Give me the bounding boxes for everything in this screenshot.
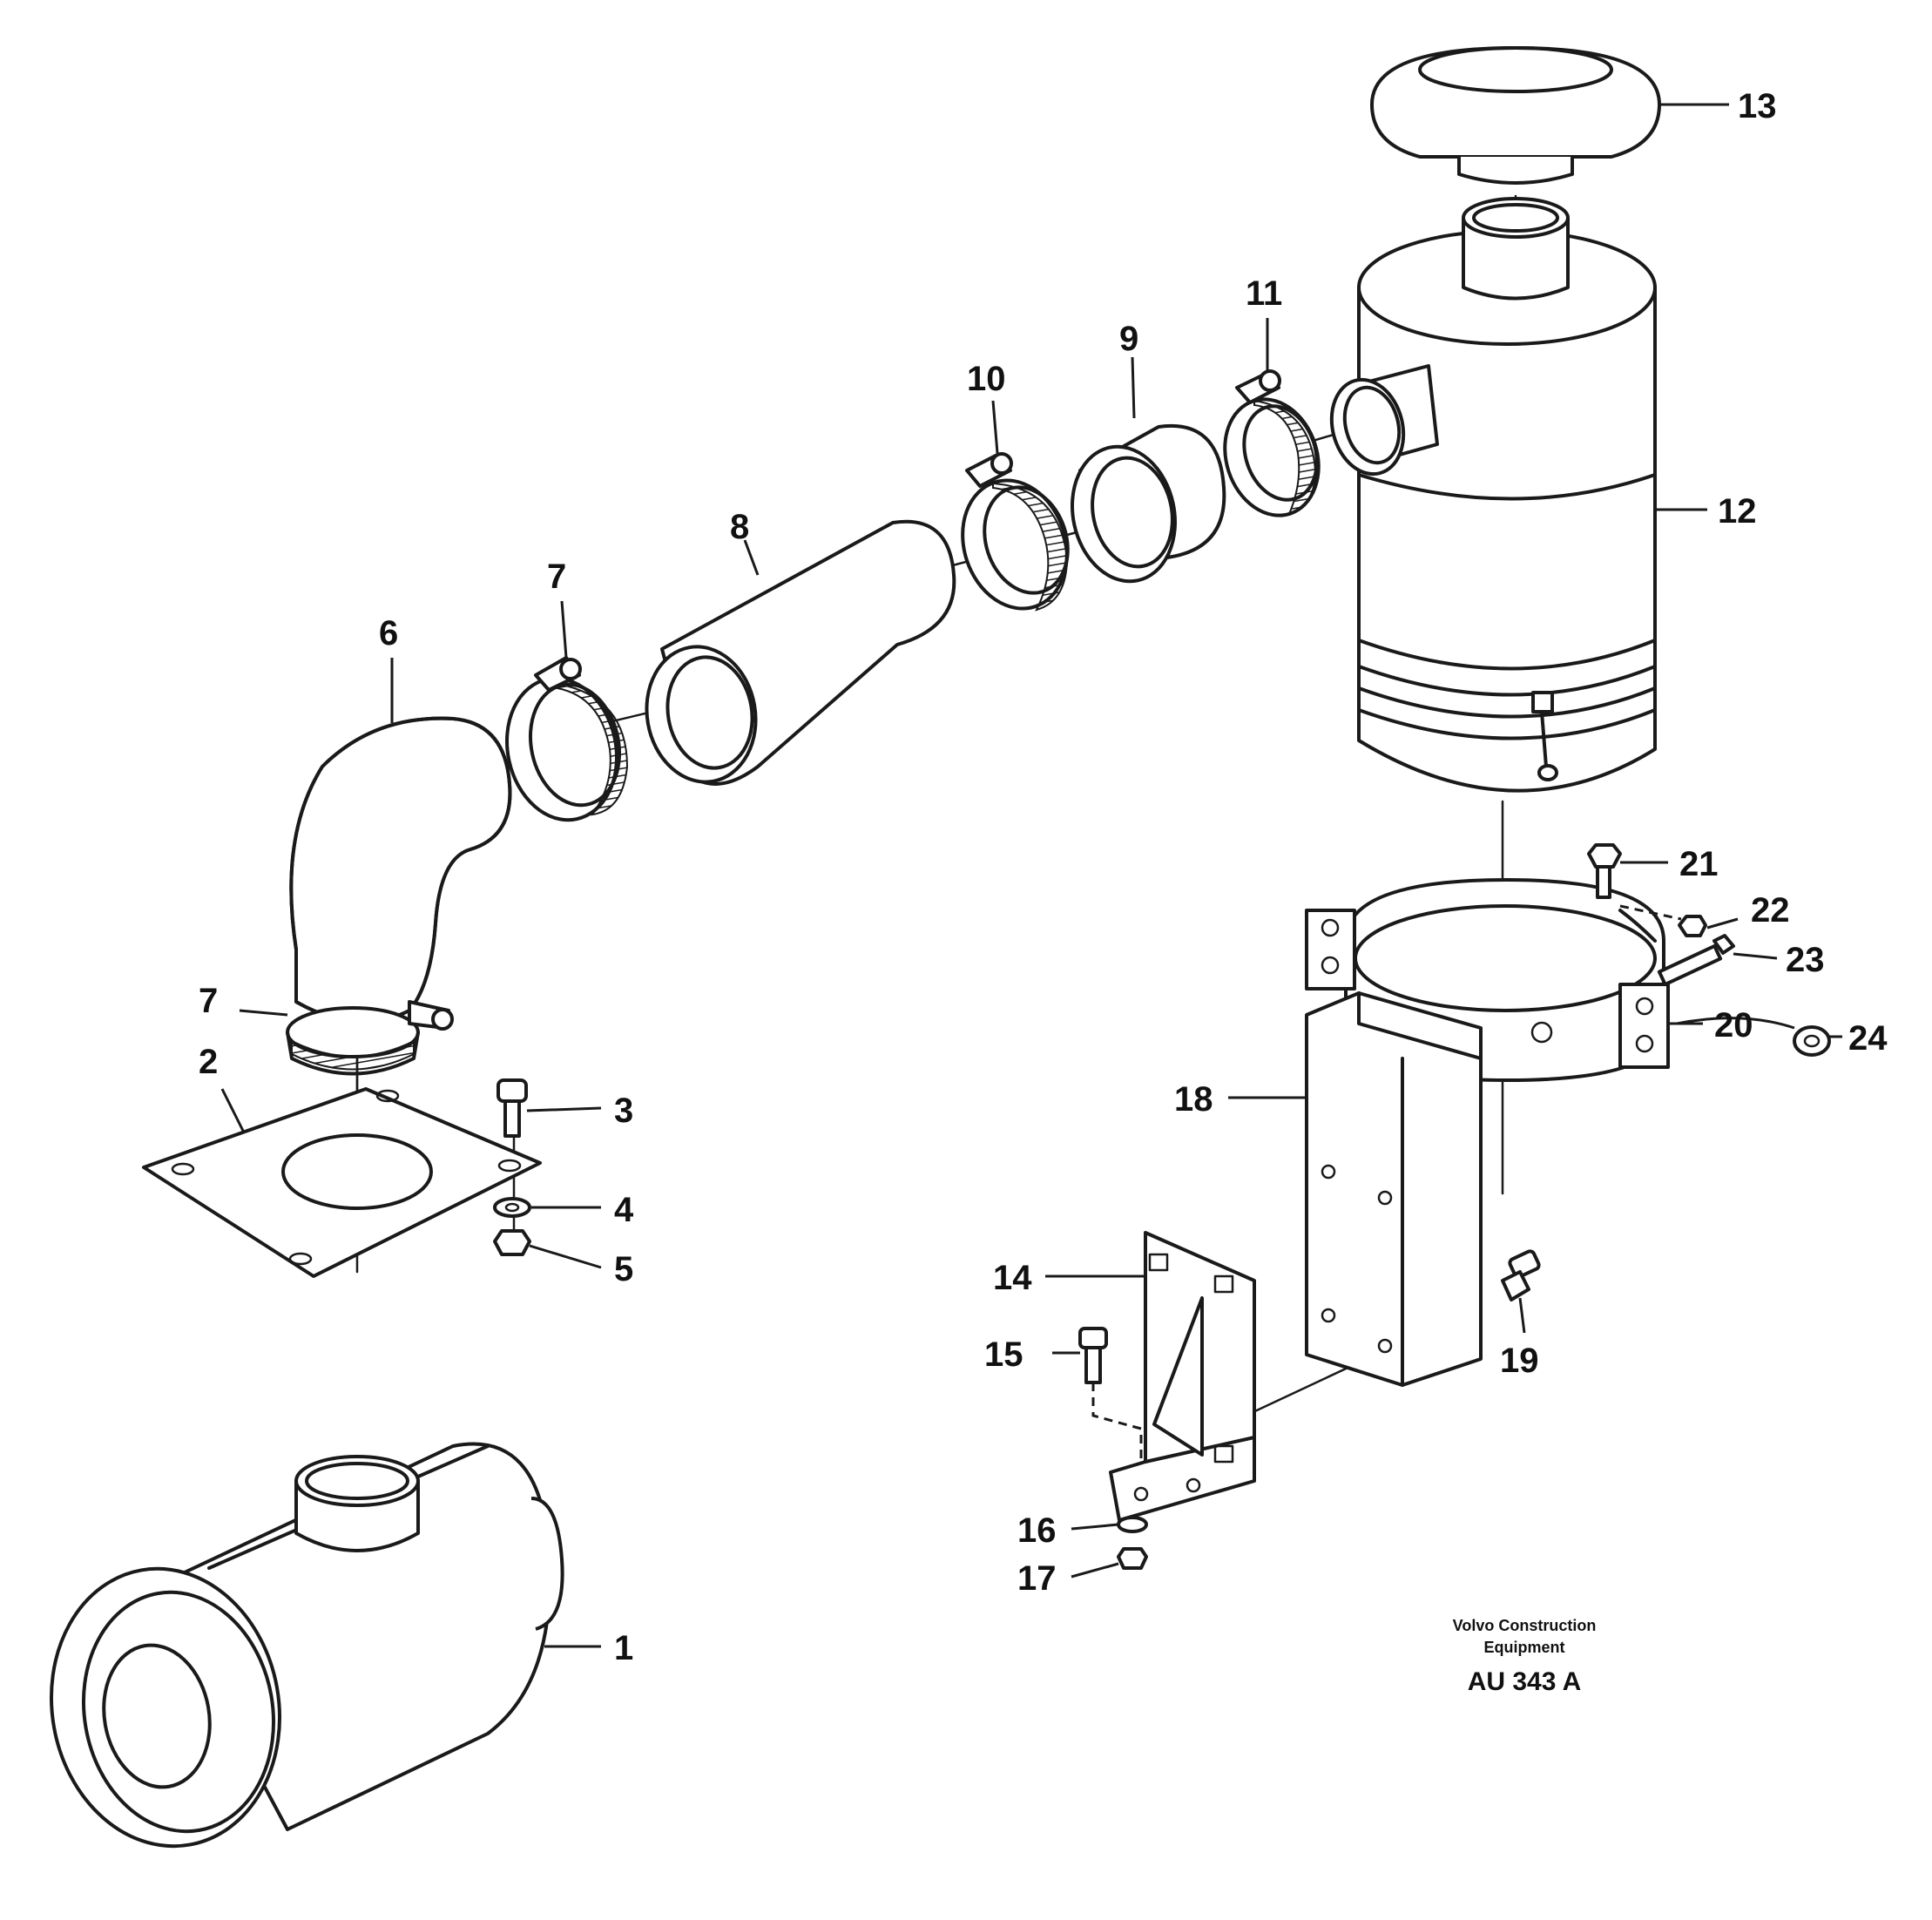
bolt-19 <box>1501 1249 1541 1301</box>
bolt-washer-nut-left <box>493 1078 531 1256</box>
support-bracket <box>1305 991 1483 1387</box>
callout-15: 15 <box>984 1335 1023 1374</box>
air-cleaner-lower <box>49 1442 564 1849</box>
callout-18: 18 <box>1174 1080 1213 1119</box>
gasket-plate <box>142 1087 542 1278</box>
callout-21: 21 <box>1679 845 1719 883</box>
footer-block: Volvo Construction Equipment AU 343 A <box>1453 1617 1597 1696</box>
hose-clamp-11 <box>1223 369 1321 517</box>
drawing-code: AU 343 A <box>1468 1667 1582 1696</box>
air-cleaner-upper <box>1329 197 1657 793</box>
footer-company: Volvo Construction <box>1453 1617 1597 1634</box>
callout-numbers: 1 2 3 4 5 6 7 7 8 9 10 11 12 13 14 15 16… <box>199 87 1888 1667</box>
callout-8: 8 <box>730 508 749 546</box>
footer-company-line2: Equipment <box>1484 1639 1565 1656</box>
bolt-washer-nut-right <box>1078 1327 1148 1570</box>
callout-23: 23 <box>1786 941 1825 979</box>
callout-2: 2 <box>199 1043 218 1081</box>
hose-clamp-10 <box>961 452 1070 612</box>
angle-bracket <box>1109 1231 1256 1522</box>
callout-12: 12 <box>1718 492 1757 531</box>
callout-5: 5 <box>614 1250 633 1288</box>
callout-7-lower: 7 <box>199 982 218 1020</box>
straight-hose <box>645 519 956 786</box>
callout-20: 20 <box>1714 1006 1753 1045</box>
reducer <box>1070 423 1226 584</box>
callout-4: 4 <box>614 1191 634 1229</box>
callout-6: 6 <box>379 614 398 652</box>
hose-clamp-upper <box>505 656 629 822</box>
rain-cap <box>1370 46 1661 185</box>
callout-14: 14 <box>993 1259 1032 1297</box>
callout-1: 1 <box>614 1629 633 1667</box>
callout-9: 9 <box>1119 320 1138 358</box>
fasteners-right <box>1587 843 1831 1057</box>
hose-clamp-lower <box>286 1000 454 1076</box>
callout-11: 11 <box>1246 274 1282 313</box>
callout-19: 19 <box>1500 1342 1539 1380</box>
elbow-hose <box>289 716 512 1024</box>
callout-3: 3 <box>614 1092 633 1130</box>
leader-lines <box>220 103 1842 1648</box>
callout-13: 13 <box>1738 87 1777 125</box>
callout-22: 22 <box>1751 891 1790 930</box>
callout-16: 16 <box>1017 1511 1057 1550</box>
callout-24: 24 <box>1848 1019 1888 1058</box>
callout-7-upper: 7 <box>547 558 566 596</box>
callout-10: 10 <box>967 360 1006 398</box>
callout-17: 17 <box>1017 1559 1057 1598</box>
